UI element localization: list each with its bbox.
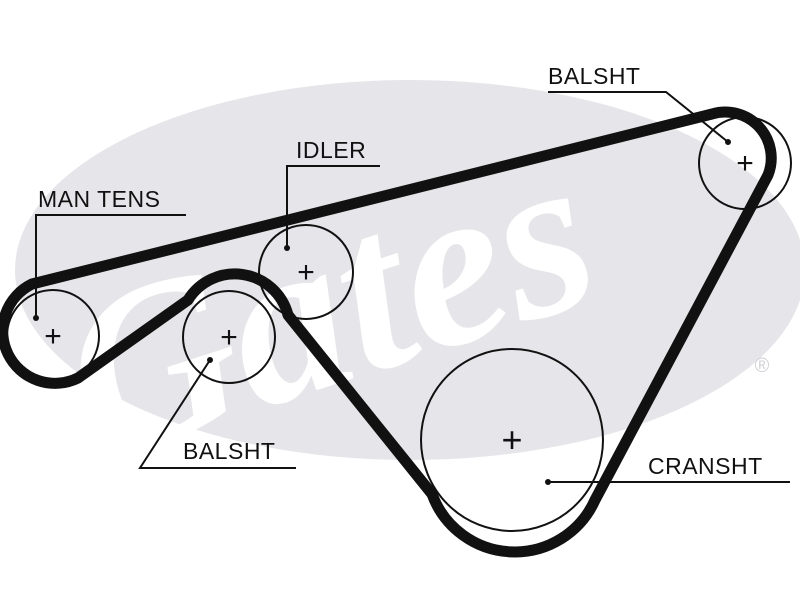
watermark-oval xyxy=(15,80,800,460)
leader-dot-idler xyxy=(284,245,290,251)
pulley-man-tens: + xyxy=(6,289,100,383)
leader-dot-cranksht xyxy=(545,479,551,485)
label-cranksht: CRANSHT xyxy=(648,453,763,479)
label-balsht-bottom: BALSHT xyxy=(183,438,275,464)
pulley-circle xyxy=(6,289,100,383)
leader-idler xyxy=(286,165,380,248)
pulley-center-mark: + xyxy=(220,321,238,354)
leader-dot-balsht-top xyxy=(725,139,731,145)
leader-dots xyxy=(33,139,731,485)
pulley-balsht-upper: + xyxy=(698,116,792,210)
pulley-balsht-lower: + xyxy=(182,290,276,384)
pulley-center-mark: + xyxy=(297,256,315,289)
label-man-tens: MAN TENS xyxy=(38,186,160,212)
leader-dot-man-tens xyxy=(33,315,39,321)
leader-balsht-top xyxy=(548,91,729,143)
leader-man-tens xyxy=(35,214,186,318)
watermark-registered-mark: ® xyxy=(755,355,770,377)
leader-balsht-bottom xyxy=(138,359,296,469)
label-balsht-top: BALSHT xyxy=(548,63,640,89)
pulley-center-mark: + xyxy=(501,419,522,460)
pulley-cranksht: + xyxy=(420,348,604,532)
pulley-circle xyxy=(420,348,604,532)
gates-watermark: Gates ® xyxy=(15,80,800,509)
leader-lines xyxy=(35,91,790,483)
pulley-center-mark: + xyxy=(44,320,62,353)
pulley-circle xyxy=(258,224,354,320)
pulley-center-mark: + xyxy=(736,147,754,180)
leader-dot-balsht-bottom xyxy=(207,357,213,363)
label-idler: IDLER xyxy=(296,137,366,163)
pulley-circle xyxy=(698,116,792,210)
pulley-idler: + xyxy=(258,224,354,320)
pulley-circle xyxy=(182,290,276,384)
